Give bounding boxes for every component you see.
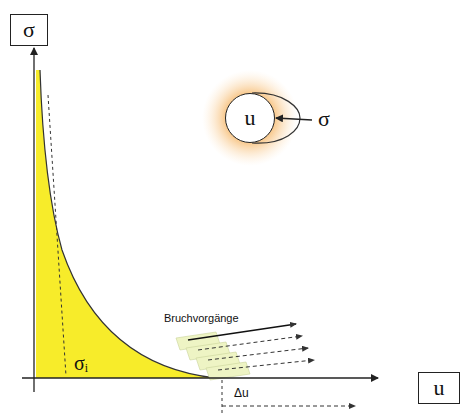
- delta-arrow: [222, 406, 355, 407]
- symbol-box: σ: [10, 14, 48, 46]
- y-axis: [33, 48, 34, 392]
- node-text: u: [245, 105, 256, 131]
- dashed-line: [222, 380, 223, 414]
- note: Bruchvorgänge: [164, 312, 239, 324]
- stress-curve: [40, 70, 216, 378]
- particle-circle: u: [225, 93, 275, 143]
- symbol-box: u: [418, 372, 460, 404]
- node-text: σ: [23, 17, 35, 43]
- stress-arrow: [276, 118, 312, 120]
- dashed-line: [48, 95, 66, 376]
- stress-label: σ: [318, 106, 330, 132]
- fracture-steps: [176, 324, 314, 380]
- stress-area: [36, 70, 216, 378]
- stress-label: σᵢ: [74, 352, 88, 375]
- dimension: Δu: [234, 386, 249, 400]
- node-text: u: [434, 375, 445, 401]
- x-axis: [22, 377, 378, 378]
